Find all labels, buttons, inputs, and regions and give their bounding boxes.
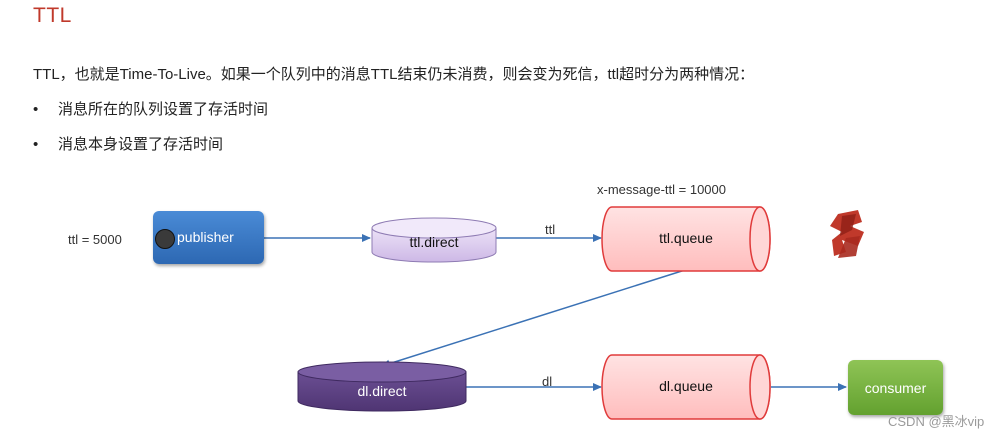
queue-ttl-label: x-message-ttl = 10000	[597, 182, 726, 197]
page-title: TTL	[33, 4, 72, 27]
ttl-direct-exchange	[371, 217, 497, 263]
consumer-node: consumer	[848, 360, 943, 415]
dl-direct-label: dl.direct	[357, 383, 407, 399]
publisher-label: publisher	[177, 229, 234, 245]
bullet-item-1: • 消息所在的队列设置了存活时间	[33, 98, 268, 119]
dl-queue-shape	[601, 354, 771, 420]
dl-queue-label: dl.queue	[659, 378, 713, 394]
watermark: CSDN @黑冰vip	[888, 414, 985, 429]
edge-ttl-label: ttl	[545, 222, 556, 237]
publisher-node: publisher	[153, 211, 264, 264]
ttl-direct-label: ttl.direct	[409, 234, 459, 250]
bullet-dot: •	[33, 136, 39, 153]
arrow-ttl-queue-to-dl-direct	[381, 269, 686, 368]
bullet-dot: •	[33, 101, 39, 118]
publisher-dot-icon	[155, 229, 175, 249]
edge-dl-label: dl	[542, 374, 553, 389]
dl-direct-exchange	[297, 361, 467, 412]
ttl-queue-label: ttl.queue	[659, 230, 713, 246]
bullet-text: 消息本身设置了存活时间	[58, 136, 224, 153]
red-stamp-icon	[830, 210, 864, 258]
intro-text: TTL，也就是Time-To-Live。如果一个队列中的消息TTL结束仍未消费，…	[33, 66, 755, 83]
message-ttl-label: ttl = 5000	[68, 232, 122, 247]
bullet-item-2: • 消息本身设置了存活时间	[33, 133, 223, 154]
ttl-queue-shape	[601, 206, 771, 272]
consumer-label: consumer	[864, 379, 927, 396]
bullet-text: 消息所在的队列设置了存活时间	[58, 101, 269, 118]
